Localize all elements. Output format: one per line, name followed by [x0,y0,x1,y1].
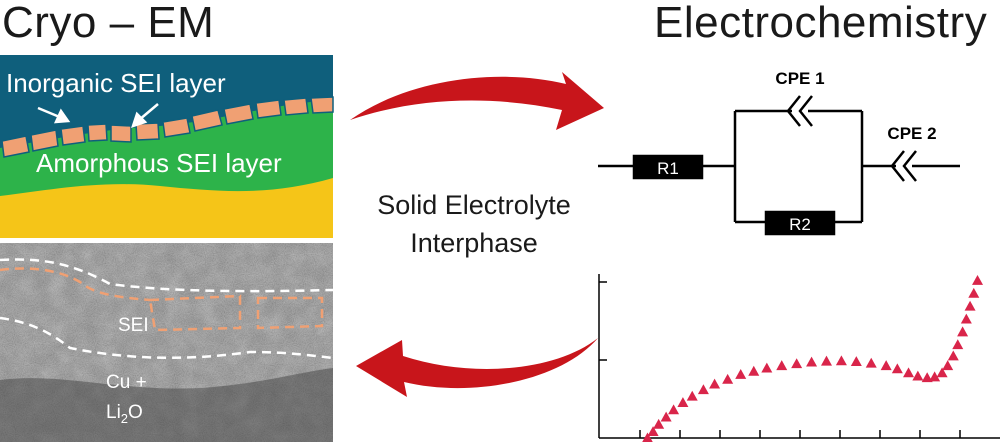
inorganic-block [283,97,309,116]
cpe1-symbol [786,95,801,127]
data-point-triangle [686,390,698,401]
data-point-triangle [891,363,903,374]
sei-caption-line1: Solid Electrolyte [377,190,571,220]
inorganic-block [30,129,59,152]
tem-li2o-label: Li2O [106,402,143,426]
data-point-triangle [964,300,976,311]
data-point-triangle [709,378,721,389]
data-point-triangle [820,355,832,366]
data-point-triangle [880,360,892,371]
cpe2-label: CPE 2 [887,124,936,143]
data-point-triangle [748,365,760,376]
data-point-triangle [921,372,933,383]
data-point-triangle [791,358,803,369]
inorganic-block [310,96,334,114]
data-point-triangle [835,355,847,366]
data-point-triangle [960,313,972,324]
data-markers [642,274,984,442]
r2-resistor [764,210,836,236]
cpe1-label: CPE 1 [775,69,824,88]
data-point-triangle [936,367,948,378]
cpe2-symbol [902,150,917,182]
sei-top-boundary [0,258,333,293]
curved-arrows [350,72,604,397]
inorganic-domain-outline [256,296,324,330]
data-point-triangle [947,350,959,361]
data-point-triangle [972,274,984,285]
tem-sei-label: SEI [118,315,149,336]
arrow-head-icon [131,111,148,128]
data-point-triangle [865,357,877,368]
sei-caption-line2: Interphase [410,228,538,258]
electrochemistry-title: Electrochemistry [654,0,988,47]
inorganic-domains [0,267,324,332]
substrate-region [0,178,333,238]
data-point-triangle [660,411,672,422]
r1-resistor [632,154,704,180]
data-point-triangle [968,287,980,298]
inorganic-domain-outline [0,267,151,302]
inorganic-sei-label: Inorganic SEI layer [6,68,226,98]
sei-schematic: Inorganic SEI layer Amorphous SEI layer [0,55,334,238]
inorganic-sei-blocks [1,96,334,158]
r2-label: R2 [789,215,811,234]
inorganic-block [87,123,108,142]
data-point-triangle [776,360,788,371]
inorganic-domain-outline [148,294,242,332]
cpe1-symbol [798,95,813,127]
inorganic-block [223,103,254,125]
inorganic-block [60,125,86,146]
inorganic-block [255,99,282,119]
equivalent-circuit [598,95,960,236]
plot-axes [598,274,1000,439]
data-point-triangle [903,367,915,378]
inorganic-arrow-right [138,103,159,121]
data-point-triangle [942,360,954,371]
data-point-triangle [929,371,941,382]
data-point-triangle [850,356,862,367]
cpe2-symbol [890,150,905,182]
inorganic-block [162,117,191,138]
cryo-em-title: Cryo – EM [2,0,215,47]
data-point-triangle [642,432,653,442]
data-point-triangle [912,370,924,381]
data-point-triangle [668,404,680,415]
tem-dark-region [0,368,333,442]
amorphous-sei-label: Amorphous SEI layer [36,148,282,178]
arrow-head-icon [53,108,71,124]
data-point-triangle [952,339,964,350]
data-point-triangle [647,426,659,436]
r1-label: R1 [657,159,679,178]
data-point-triangle [806,356,818,367]
data-point-triangle [957,326,969,337]
data-point-triangle [697,384,709,395]
sei-outline [0,258,333,360]
tem-cu-label: Cu + [106,372,147,393]
arrow-to-cryo-em [356,338,598,397]
impedance-plot [598,274,1000,442]
label-arrows [37,103,159,128]
inorganic-block [1,135,30,158]
tem-micrograph: SEI Cu + Li2O [0,243,333,442]
arrow-to-electrochemistry [350,72,604,130]
data-point-triangle [653,418,665,429]
inorganic-block [191,109,223,132]
tem-grain [0,243,333,442]
inorganic-block [135,122,160,141]
data-point-triangle [677,397,689,408]
data-point-triangle [761,362,773,373]
inorganic-block [110,124,132,143]
data-point-triangle [735,369,747,379]
data-point-triangle [722,373,734,384]
sei-bottom-boundary [0,316,333,360]
